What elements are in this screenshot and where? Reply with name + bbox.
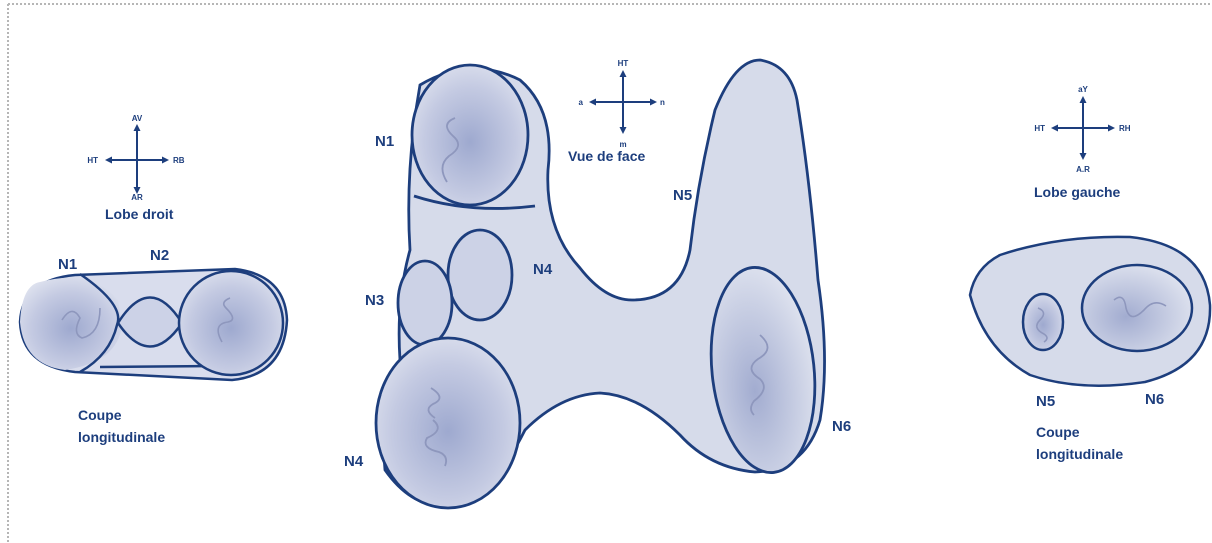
left-node-n2: N2 <box>150 247 169 264</box>
left-lobe-cross-section <box>20 269 287 380</box>
center-node-n1: N1 <box>375 133 394 150</box>
center-compass <box>591 72 655 132</box>
center-node-n5: N5 <box>673 187 692 204</box>
left-node-n1: N1 <box>58 256 77 273</box>
right-lobe-title: Lobe gauche <box>1034 184 1121 200</box>
right-compass-right: RH <box>1119 124 1131 133</box>
right-caption-line2: longitudinale <box>1036 446 1123 462</box>
left-compass-right: RB <box>173 156 185 165</box>
center-node-n4-lower: N4 <box>344 453 364 470</box>
right-compass <box>1053 98 1113 158</box>
center-node-n3: N3 <box>365 292 384 309</box>
right-caption-line1: Coupe <box>1036 424 1080 440</box>
center-compass-up: HT <box>618 59 629 68</box>
right-node-n6: N6 <box>1145 391 1164 408</box>
right-compass-left: HT <box>1034 124 1045 133</box>
center-thyroid <box>376 60 825 508</box>
center-compass-right: n <box>660 98 665 107</box>
center-compass-left: a <box>579 98 584 107</box>
left-caption-line1: Coupe <box>78 407 122 423</box>
right-compass-down: A.R <box>1076 165 1090 174</box>
right-node-n5: N5 <box>1036 393 1055 410</box>
center-node-n4-upper: N4 <box>533 261 553 278</box>
right-compass-up: aY <box>1078 85 1088 94</box>
left-caption-line2: longitudinale <box>78 429 165 445</box>
left-compass-down: AR <box>131 193 143 202</box>
left-compass <box>107 126 167 192</box>
left-compass-up: AV <box>132 114 143 123</box>
right-lobe-cross-section <box>970 237 1210 386</box>
left-lobe-title: Lobe droit <box>105 206 174 222</box>
center-node-n6: N6 <box>832 418 851 435</box>
left-compass-left: HT <box>87 156 98 165</box>
center-view-title: Vue de face <box>568 148 646 164</box>
